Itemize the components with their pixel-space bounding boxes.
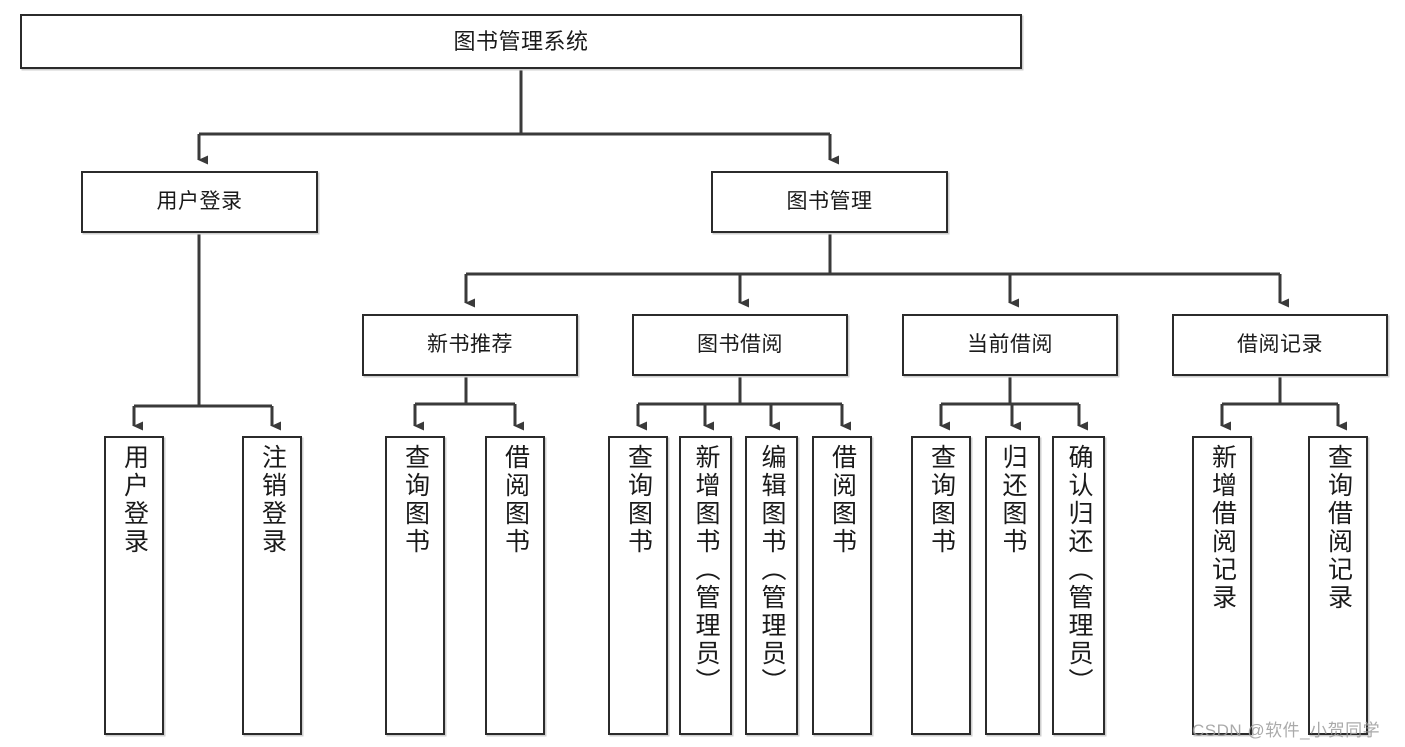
node-leaf-query-book-rec-label: 查询图书	[401, 444, 430, 556]
node-leaf-user-logout-label: 注销登录	[258, 444, 287, 556]
node-book-manage-label: 图书管理	[786, 189, 873, 213]
node-leaf-borrow-book-rec-label: 借阅图书	[501, 444, 530, 556]
node-book-borrow[interactable]: 图书借阅	[632, 314, 848, 376]
node-leaf-add-borrow-record[interactable]: 新增借阅记录	[1192, 436, 1252, 735]
node-leaf-return-book-label: 归还图书	[999, 444, 1027, 556]
node-leaf-user-logout[interactable]: 注销登录	[242, 436, 302, 735]
node-leaf-add-book-admin[interactable]: 新增图书（管理员）	[679, 436, 732, 735]
node-new-book-recommend-label: 新书推荐	[427, 332, 513, 356]
node-leaf-confirm-return-admin[interactable]: 确认归还（管理员）	[1052, 436, 1105, 735]
node-leaf-edit-book-admin[interactable]: 编辑图书（管理员）	[745, 436, 798, 735]
node-borrow-record-label: 借阅记录	[1237, 332, 1323, 356]
node-borrow-record[interactable]: 借阅记录	[1172, 314, 1388, 376]
node-leaf-borrow-book-borrow[interactable]: 借阅图书	[812, 436, 872, 735]
node-leaf-query-book-borrow[interactable]: 查询图书	[608, 436, 668, 735]
node-user-login-label: 用户登录	[156, 189, 243, 213]
node-leaf-borrow-book-borrow-label: 借阅图书	[828, 444, 857, 556]
node-leaf-confirm-return-admin-label: 确认归还（管理员）	[1065, 444, 1093, 696]
node-leaf-edit-book-admin-label: 编辑图书（管理员）	[758, 444, 786, 696]
node-leaf-borrow-book-rec[interactable]: 借阅图书	[485, 436, 545, 735]
node-book-manage[interactable]: 图书管理	[711, 171, 948, 233]
node-leaf-user-login[interactable]: 用户登录	[104, 436, 164, 735]
node-user-login[interactable]: 用户登录	[81, 171, 318, 233]
node-leaf-add-borrow-record-label: 新增借阅记录	[1208, 444, 1237, 612]
node-new-book-recommend[interactable]: 新书推荐	[362, 314, 578, 376]
node-root-label: 图书管理系统	[453, 28, 589, 54]
node-leaf-query-book-current[interactable]: 查询图书	[911, 436, 971, 735]
node-leaf-query-borrow-record[interactable]: 查询借阅记录	[1308, 436, 1368, 735]
node-leaf-query-book-current-label: 查询图书	[927, 444, 956, 556]
node-book-borrow-label: 图书借阅	[697, 332, 783, 356]
node-leaf-query-book-rec[interactable]: 查询图书	[385, 436, 445, 735]
node-root[interactable]: 图书管理系统	[20, 14, 1022, 69]
csdn-watermark: CSDN @软件_小贺同学	[1192, 721, 1381, 740]
node-current-borrow-label: 当前借阅	[967, 332, 1053, 356]
node-leaf-query-borrow-record-label: 查询借阅记录	[1324, 444, 1353, 612]
node-leaf-user-login-label: 用户登录	[120, 444, 149, 556]
node-current-borrow[interactable]: 当前借阅	[902, 314, 1118, 376]
node-leaf-add-book-admin-label: 新增图书（管理员）	[692, 444, 720, 696]
node-leaf-return-book[interactable]: 归还图书	[985, 436, 1040, 735]
node-leaf-query-book-borrow-label: 查询图书	[624, 444, 653, 556]
